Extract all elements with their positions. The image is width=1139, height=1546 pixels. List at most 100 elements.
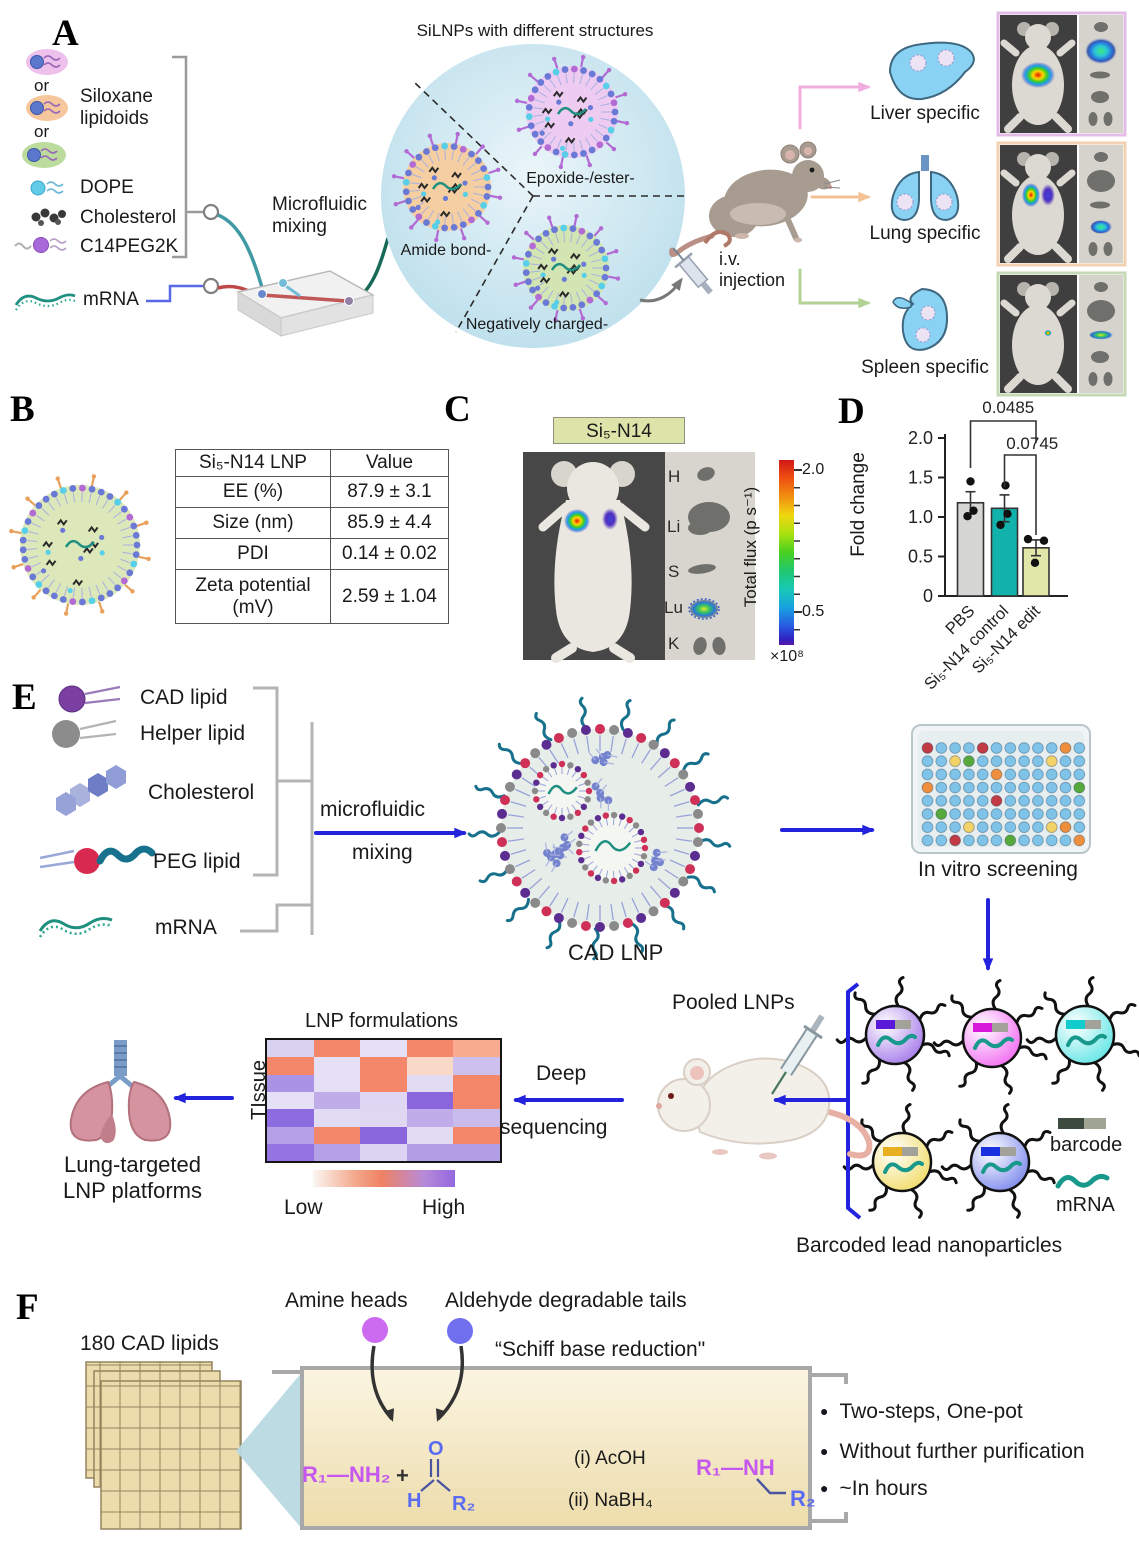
heatmap-cell bbox=[313, 1057, 361, 1075]
colorbar-multiplier: ×10⁸ bbox=[770, 648, 804, 665]
cholesterol-label: Cholesterol bbox=[80, 207, 177, 228]
panelC-art bbox=[523, 452, 802, 663]
organ-label-kidney: K bbox=[668, 634, 680, 653]
lung-signal-right bbox=[602, 508, 618, 530]
cad-lnp-icon bbox=[467, 696, 732, 961]
heatmap-high-label: High bbox=[422, 1196, 466, 1219]
negatively-charged-lnp-icon bbox=[511, 213, 621, 323]
product-amine: R₁—NH bbox=[696, 1455, 775, 1480]
aldehyde-tail-dot bbox=[447, 1318, 473, 1344]
mouse-imaging-panel bbox=[996, 11, 1127, 137]
heatmap-cell bbox=[406, 1074, 454, 1092]
or-top: or bbox=[34, 76, 50, 95]
microfluidic-chip-icon bbox=[236, 270, 376, 337]
c14peg2k-icon bbox=[14, 237, 67, 253]
aldehyde-bonds bbox=[420, 1459, 451, 1492]
barcoded-nanoparticles bbox=[835, 976, 1139, 1219]
heatmap-low-label: Low bbox=[284, 1196, 323, 1219]
pool-bracket bbox=[846, 982, 862, 1220]
heatmap-cell bbox=[360, 1126, 407, 1144]
pooled-mouse-icon bbox=[656, 1057, 873, 1160]
heatmap-cell bbox=[453, 1126, 501, 1144]
table-cell: Zeta potential (mV) bbox=[175, 569, 331, 624]
barcoded-lnp-magenta bbox=[932, 979, 1048, 1095]
deep-label: Deep bbox=[536, 1062, 587, 1085]
sector-dividers bbox=[413, 81, 686, 333]
amide-label: Amide bond- bbox=[400, 242, 492, 259]
mrna-legend-icon bbox=[1055, 1173, 1110, 1189]
heatmap-cell bbox=[360, 1091, 407, 1110]
liver-icon bbox=[888, 41, 975, 101]
inlet-node-lipids bbox=[202, 203, 220, 221]
inlet-node-mrna bbox=[202, 277, 220, 295]
mrna-icon bbox=[14, 293, 76, 311]
heatmap-cell bbox=[360, 1109, 407, 1127]
barcode-legend-label: barcode bbox=[1050, 1134, 1123, 1156]
peg-lipid-icon bbox=[39, 845, 156, 874]
kidney-left bbox=[693, 637, 707, 655]
heatmap-cell bbox=[267, 1143, 314, 1162]
lung-targeted-label: Lung-targeted bbox=[64, 1152, 201, 1177]
aldehyde-h: H bbox=[407, 1490, 422, 1512]
heatmap-cell bbox=[453, 1143, 501, 1162]
tissue-heatmap bbox=[265, 1038, 502, 1163]
liver-specific-label: Liver specific bbox=[870, 103, 980, 124]
kidney-right bbox=[712, 637, 726, 655]
epoxide-ester-lnp-icon bbox=[514, 54, 630, 170]
panelE-art bbox=[38, 81, 1139, 1488]
lung-platform-icon bbox=[69, 1040, 172, 1144]
lnp-platforms-label: LNP platforms bbox=[63, 1178, 202, 1203]
colorbar bbox=[779, 460, 794, 645]
or-bottom: or bbox=[34, 122, 50, 141]
lung-specific-label: Lung specific bbox=[869, 223, 981, 244]
mouse-imaging-panels bbox=[996, 11, 1127, 397]
helper-lipid-icon bbox=[52, 719, 117, 748]
helper-lipid-label: Helper lipid bbox=[140, 722, 246, 745]
mrna-legend-label: mRNA bbox=[1056, 1194, 1115, 1216]
heatmap-cell bbox=[453, 1074, 501, 1092]
colorbar-tick-top: 2.0 bbox=[802, 461, 825, 478]
table-header-value: Value bbox=[330, 449, 449, 477]
svg-text:1.0: 1.0 bbox=[908, 507, 933, 527]
c14peg2k-label: C14PEG2K bbox=[80, 236, 179, 257]
mrna-connector bbox=[146, 284, 204, 303]
cholesterol-label-e: Cholesterol bbox=[148, 781, 255, 804]
microfluidic-mixing-label: Microfluidic mixing bbox=[272, 194, 368, 237]
heatmap-cell bbox=[313, 1074, 361, 1092]
heatmap-cell bbox=[313, 1040, 361, 1058]
well-plate-wells bbox=[921, 742, 1086, 847]
barcoded-lead-label: Barcoded lead nanoparticles bbox=[796, 1234, 1063, 1257]
spleen-icon bbox=[892, 287, 949, 351]
heatmap-cell bbox=[313, 1091, 361, 1110]
syringe-icon bbox=[672, 247, 713, 295]
spleen-specific-label: Spleen specific bbox=[861, 357, 989, 378]
heatmap-cell bbox=[267, 1040, 314, 1058]
amide-lnp-icon bbox=[391, 131, 503, 243]
negative-label: Negatively charged- bbox=[465, 316, 609, 333]
organ-label-liver: Li bbox=[667, 517, 681, 536]
heatmap-cell bbox=[406, 1040, 454, 1058]
heatmap-cell bbox=[313, 1126, 361, 1144]
cholesterol-icon bbox=[31, 208, 66, 226]
lung-signal-left bbox=[564, 509, 590, 533]
heatmap-cell bbox=[453, 1057, 501, 1075]
lipid-tube bbox=[217, 213, 265, 292]
si5-n14-lnp-icon bbox=[9, 474, 151, 616]
siloxane-label: Siloxane lipidoids bbox=[80, 86, 153, 129]
amine-head-dot bbox=[362, 1317, 388, 1343]
mrna-label-a: mRNA bbox=[83, 289, 139, 310]
lipid-tails-icon bbox=[40, 55, 61, 161]
mouse-imaging-panel bbox=[996, 271, 1127, 397]
dope-icon bbox=[30, 180, 46, 196]
heatmap-cell bbox=[360, 1143, 407, 1162]
barcoded-lnp-blue bbox=[940, 1103, 1056, 1219]
sample-name-badge: Si₅-N14 bbox=[553, 417, 685, 444]
panelF-art bbox=[85, 1317, 848, 1530]
pooled-syringe-icon bbox=[771, 1014, 825, 1095]
cad-lnp-label: CAD LNP bbox=[568, 940, 664, 965]
heatmap-cell bbox=[313, 1143, 361, 1162]
svg-text:2.0: 2.0 bbox=[908, 428, 933, 448]
organs-image bbox=[665, 452, 755, 660]
cholesterol-hex-icon bbox=[56, 765, 126, 816]
